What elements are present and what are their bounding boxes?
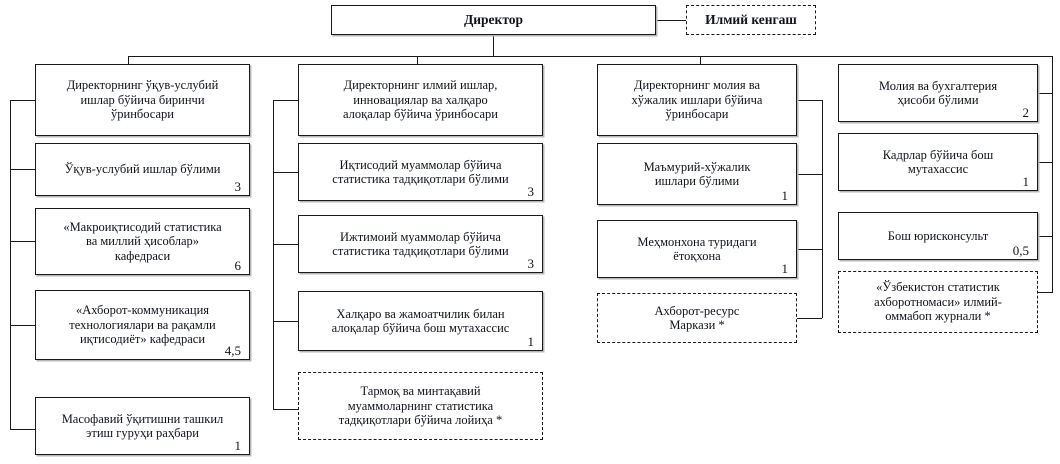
node-col4-item-2[interactable]: Бош юрисконсульт 0,5 xyxy=(838,212,1038,260)
node-col1-item-1-label: Ўқув-услубий ишлар бўлими xyxy=(64,162,221,177)
node-col1-item-4[interactable]: Масофавий ўқитишни ташкил этиш гуруҳи ра… xyxy=(35,397,250,455)
node-director[interactable]: Директор xyxy=(331,5,656,35)
node-col2-item-1-count: 3 xyxy=(527,184,535,199)
connector-col3-branch-1 xyxy=(797,174,822,175)
node-col4-item-3[interactable]: «Ўзбекистон статистик ахборотномаси» илм… xyxy=(838,271,1038,333)
node-col4-item-1-label: Кадрлар бўйича бош мутахассис xyxy=(882,147,994,177)
node-col3-item-3-label: Ахборот-ресурс Маркази * xyxy=(654,303,740,333)
node-col1-head[interactable]: Директорнинг ўқув-услубий ишлар бўйича б… xyxy=(35,64,250,136)
connector-main-bus xyxy=(128,56,1053,57)
node-col2-item-4[interactable]: Тармоқ ва минтақавий муаммоларнинг стати… xyxy=(298,372,543,440)
connector-col1-branch-head xyxy=(10,100,35,101)
node-col3-item-1-label: Маъмурий-хўжалик ишлари бўлими xyxy=(643,159,751,189)
node-col4-head-label: Молия ва бухгалтерия ҳисоби бўлими xyxy=(878,78,998,108)
node-col3-head[interactable]: Директорнинг молия ва хўжалик ишлари бўй… xyxy=(597,64,797,136)
node-col3-item-2-label: Меҳмонхона туридаги ётоқхона xyxy=(637,234,757,264)
connector-col1-spine xyxy=(10,100,11,429)
node-col1-item-3-count: 4,5 xyxy=(224,343,241,358)
connector-col2-branch-4 xyxy=(273,409,298,410)
connector-director-drop xyxy=(493,35,494,56)
connector-col4-branch-3 xyxy=(1038,292,1053,293)
connector-col4-branch-1 xyxy=(1038,162,1053,163)
node-col4-item-1-count: 1 xyxy=(1022,174,1030,189)
connector-bus-to-col3 xyxy=(700,56,701,64)
node-col4-head-count: 2 xyxy=(1022,105,1030,120)
node-col2-item-2[interactable]: Ижтимоий муаммолар бўйича статистика тад… xyxy=(298,215,543,273)
node-col2-item-1-label: Иқтисодий муаммолар бўйича статистика та… xyxy=(332,157,509,187)
connector-col2-spine xyxy=(273,100,274,409)
node-col2-item-2-count: 3 xyxy=(527,256,535,271)
connector-col4-branch-head xyxy=(1038,93,1053,94)
node-col1-item-3-label: «Ахборот-коммуникация технологиялари ва … xyxy=(69,303,216,347)
node-col3-item-1-count: 1 xyxy=(781,188,789,203)
connector-col3-spine xyxy=(822,100,823,318)
connector-col1-branch-2 xyxy=(10,241,35,242)
connector-col2-branch-head xyxy=(273,100,298,101)
node-col2-head-label: Директорнинг илмий ишлар, инновациялар в… xyxy=(343,78,498,122)
node-col2-head[interactable]: Директорнинг илмий ишлар, инновациялар в… xyxy=(298,64,543,136)
node-col2-item-2-label: Ижтимоий муаммолар бўйича статистика тад… xyxy=(332,229,509,259)
connector-col4-branch-2 xyxy=(1038,236,1053,237)
node-col3-item-2[interactable]: Меҳмонхона туридаги ётоқхона 1 xyxy=(597,220,797,278)
node-col4-item-2-label: Бош юрисконсульт xyxy=(887,228,989,243)
connector-col1-branch-4 xyxy=(10,429,35,430)
connector-col3-branch-3 xyxy=(797,318,822,319)
connector-director-to-council xyxy=(656,20,686,21)
connector-col3-branch-2 xyxy=(797,249,822,250)
node-col4-item-3-label: «Ўзбекистон статистик ахборотномаси» илм… xyxy=(874,280,1002,324)
node-col1-item-3[interactable]: «Ахборот-коммуникация технологиялари ва … xyxy=(35,290,250,360)
connector-col2-branch-2 xyxy=(273,244,298,245)
node-col1-head-label: Директорнинг ўқув-услубий ишлар бўйича б… xyxy=(66,78,219,122)
connector-col3-branch-head xyxy=(797,100,822,101)
node-col2-item-4-label: Тармоқ ва минтақавий муаммоларнинг стати… xyxy=(338,384,503,428)
node-col3-head-label: Директорнинг молия ва хўжалик ишлари бўй… xyxy=(631,78,763,122)
node-col1-item-4-label: Масофавий ўқитишни ташкил этиш гуруҳи ра… xyxy=(61,411,224,441)
connector-col2-branch-3 xyxy=(273,321,298,322)
node-col2-item-1[interactable]: Иқтисодий муаммолар бўйича статистика та… xyxy=(298,143,543,201)
node-col1-item-1[interactable]: Ўқув-услубий ишлар бўлими 3 xyxy=(35,143,250,196)
connector-col1-branch-3 xyxy=(10,325,35,326)
node-col1-item-2[interactable]: «Макроиқтисодий статистика ва миллий ҳис… xyxy=(35,208,250,275)
node-col4-item-2-count: 0,5 xyxy=(1012,243,1029,258)
node-col1-item-4-count: 1 xyxy=(234,438,242,453)
node-director-label: Директор xyxy=(463,12,524,28)
connector-col2-branch-1 xyxy=(273,172,298,173)
node-col2-item-3[interactable]: Халқаро ва жамоатчилик билан алоқалар бў… xyxy=(298,291,543,351)
node-col3-item-1[interactable]: Маъмурий-хўжалик ишлари бўлими 1 xyxy=(597,143,797,205)
connector-col1-branch-1 xyxy=(10,169,35,170)
node-col3-item-3[interactable]: Ахборот-ресурс Маркази * xyxy=(597,293,797,343)
connector-bus-to-col2 xyxy=(417,56,418,64)
node-scientific-council[interactable]: Илмий кенгаш xyxy=(686,5,816,35)
node-col2-item-3-count: 1 xyxy=(527,334,535,349)
node-col1-item-2-count: 6 xyxy=(234,258,242,273)
node-col2-item-3-label: Халқаро ва жамоатчилик билан алоқалар бў… xyxy=(331,306,510,336)
connector-bus-to-col4 xyxy=(1052,56,1053,292)
node-col4-item-1[interactable]: Кадрлар бўйича бош мутахассис 1 xyxy=(838,133,1038,191)
node-col3-item-2-count: 1 xyxy=(781,261,789,276)
connector-bus-to-col1 xyxy=(128,56,129,64)
node-scientific-council-label: Илмий кенгаш xyxy=(705,12,797,28)
node-col4-head[interactable]: Молия ва бухгалтерия ҳисоби бўлими 2 xyxy=(838,64,1038,122)
node-col1-item-1-count: 3 xyxy=(234,179,242,194)
node-col1-item-2-label: «Макроиқтисодий статистика ва миллий ҳис… xyxy=(63,219,222,263)
